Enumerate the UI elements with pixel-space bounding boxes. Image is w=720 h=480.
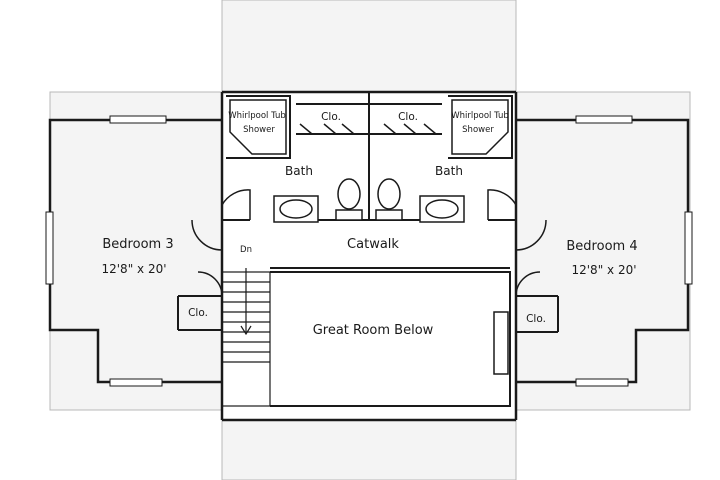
great-room-name: Great Room Below <box>313 323 434 338</box>
fireplace-shelf <box>493 311 509 375</box>
door-bath-right <box>487 189 517 220</box>
tub-box-left <box>226 95 291 159</box>
sink-right-basin <box>425 199 459 219</box>
tub-box-right <box>448 95 513 159</box>
toilet-left-tank <box>335 209 363 221</box>
roof-bottom-extension <box>221 419 517 480</box>
tub-right-line2: Shower <box>462 125 494 135</box>
stairs <box>221 268 271 407</box>
windows <box>45 115 693 387</box>
closet-top-right-name: Clo. <box>398 111 418 123</box>
bath-right-name: Bath <box>435 164 463 178</box>
bath-left-name: Bath <box>285 164 313 178</box>
tub-left-line2: Shower <box>243 125 275 135</box>
toilet-right-bowl <box>377 178 401 210</box>
closet-bed3-name: Clo. <box>188 307 208 319</box>
tub-right-shape <box>451 99 509 155</box>
bedroom3-dims: 12'8" x 20' <box>101 262 166 276</box>
closet-top-left-name: Clo. <box>321 111 341 123</box>
window-bed3-bottom <box>109 378 163 387</box>
sink-left-basin <box>279 199 313 219</box>
catwalk-name: Catwalk <box>347 237 399 252</box>
great-room-outline <box>270 271 511 407</box>
window-bed3-top <box>109 115 167 124</box>
door-closet-bed4 <box>515 271 541 297</box>
door-bed3 <box>191 219 223 251</box>
bedroom4-name: Bedroom 4 <box>566 239 637 254</box>
door-swings <box>191 123 547 297</box>
door-bed4 <box>515 219 547 251</box>
tub-left-line1: Whirlpool Tub <box>228 111 286 121</box>
stair-arrow <box>240 268 252 336</box>
roof-right-wing <box>515 91 691 411</box>
door-bath-left <box>221 189 251 220</box>
closet-bed4-name: Clo. <box>526 313 546 325</box>
bedroom4-dims: 12'8" x 20' <box>571 263 636 277</box>
closet-doors-left <box>299 123 355 135</box>
roof-top-extension <box>221 0 517 93</box>
closet-doors-right <box>383 123 437 135</box>
roof-outline <box>49 0 691 480</box>
window-bed4-side <box>684 211 693 285</box>
bedroom3-name: Bedroom 3 <box>102 237 173 252</box>
tub-right-line1: Whirlpool Tub <box>451 111 509 121</box>
labels: Bedroom 3 12'8" x 20' Bedroom 4 12'8" x … <box>101 111 637 338</box>
bed4-closet <box>516 295 559 333</box>
window-bed3-side <box>45 211 54 285</box>
bed3-closet <box>177 295 222 331</box>
window-bed4-bottom <box>575 378 629 387</box>
tub-left-shape <box>229 99 287 155</box>
stairs-label: Dn <box>240 245 252 255</box>
window-bed4-top <box>575 115 633 124</box>
fixtures <box>229 99 509 375</box>
toilet-left-bowl <box>337 178 361 210</box>
toilet-right-tank <box>375 209 403 221</box>
